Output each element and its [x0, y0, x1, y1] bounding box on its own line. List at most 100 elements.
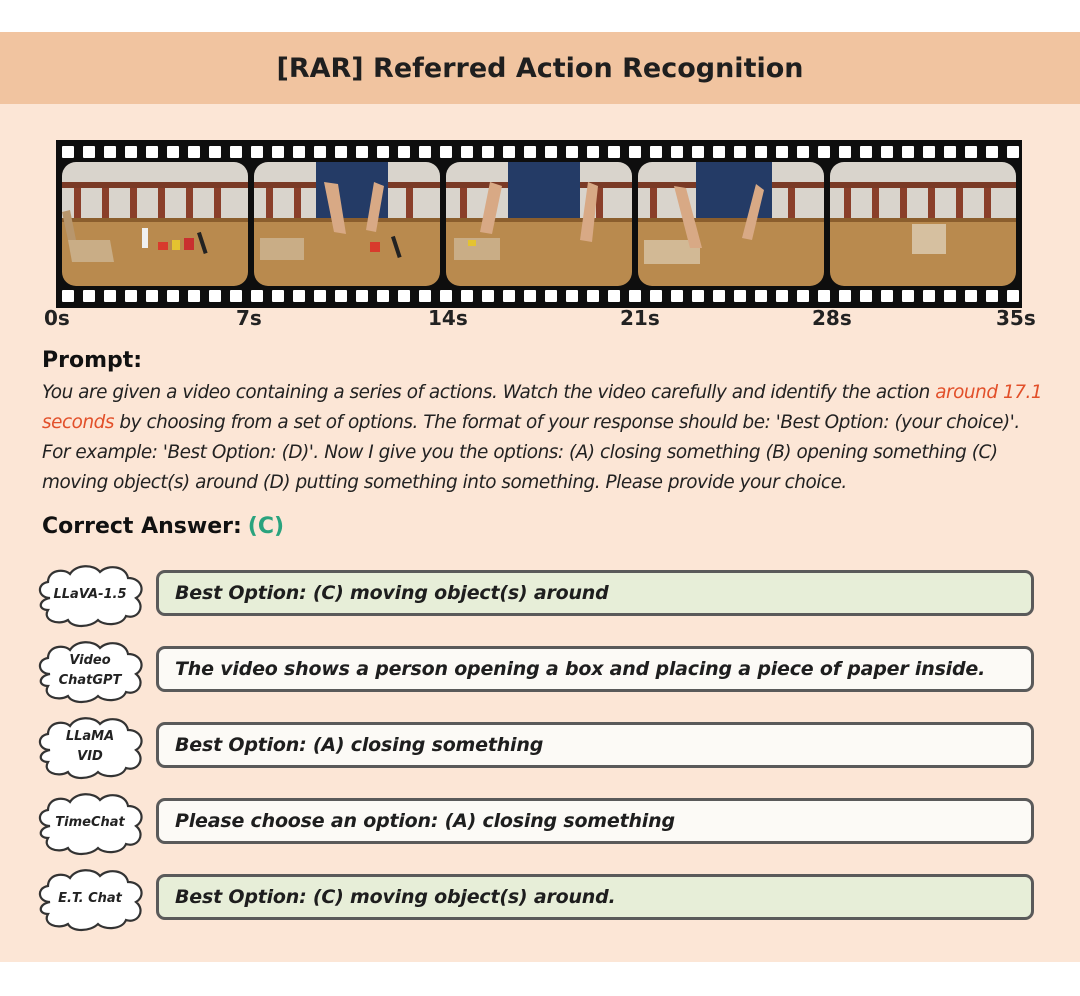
model-name: LLaMA VID	[65, 729, 115, 764]
sprocket-hole	[398, 290, 410, 302]
sprocket-hole	[125, 146, 137, 158]
prompt-text-before: You are given a video containing a serie…	[42, 382, 936, 403]
sprocket-hole	[461, 290, 473, 302]
sprocket-hole	[314, 290, 326, 302]
cloud-icon	[38, 717, 143, 780]
sprocket-hole	[650, 146, 662, 158]
cloud-icon	[38, 641, 143, 704]
sprocket-hole	[713, 290, 725, 302]
model-row-videochatgpt: Video ChatGPT The video shows a person o…	[0, 638, 1080, 704]
sprocket-hole	[230, 290, 242, 302]
sprocket-hole	[251, 290, 263, 302]
sprocket-hole	[503, 290, 515, 302]
model-name: LLaVA-1.5	[53, 587, 127, 602]
sprocket-hole	[335, 290, 347, 302]
sprocket-hole	[419, 290, 431, 302]
sprocket-hole	[818, 146, 830, 158]
sprocket-hole	[104, 146, 116, 158]
sprocket-hole	[923, 290, 935, 302]
correct-answer-value: (C)	[247, 514, 285, 539]
sprocket-hole	[671, 290, 683, 302]
sprocket-hole	[524, 290, 536, 302]
sprocket-hole	[146, 290, 158, 302]
sprocket-hole	[335, 146, 347, 158]
sprocket-hole	[209, 146, 221, 158]
time-label-5: 35s	[996, 306, 1036, 330]
prompt-text: You are given a video containing a serie…	[42, 378, 1052, 498]
sprocket-hole	[398, 146, 410, 158]
sprocket-hole	[482, 146, 494, 158]
prompt-text-after: by choosing from a set of options. The f…	[42, 412, 1020, 493]
sprocket-hole	[272, 146, 284, 158]
sprocket-hole	[356, 290, 368, 302]
sprocket-hole	[230, 146, 242, 158]
sprocket-hole	[377, 146, 389, 158]
time-label-0: 0s	[44, 306, 70, 330]
sprocket-hole	[713, 146, 725, 158]
video-frame-1	[62, 162, 248, 286]
figure-header: [RAR] Referred Action Recognition	[0, 32, 1080, 104]
sprocket-hole	[188, 146, 200, 158]
sprocket-hole	[377, 290, 389, 302]
sprocket-hole	[650, 290, 662, 302]
sprocket-hole	[587, 290, 599, 302]
sprocket-hole	[923, 146, 935, 158]
sprocket-hole	[629, 146, 641, 158]
figure-panel: [RAR] Referred Action Recognition	[0, 32, 1080, 962]
sprocket-hole	[692, 146, 704, 158]
sprocket-hole	[755, 146, 767, 158]
sprocket-hole	[608, 146, 620, 158]
sprocket-hole	[146, 146, 158, 158]
sprocket-hole	[965, 290, 977, 302]
sprocket-hole	[881, 290, 893, 302]
cloud-icon	[38, 869, 143, 932]
sprocket-hole	[608, 290, 620, 302]
cloud-icon	[38, 565, 143, 628]
model-row-llamavid: LLaMA VID Best Option: (A) closing somet…	[0, 714, 1080, 780]
sprocket-hole	[566, 290, 578, 302]
sprocket-hole	[776, 146, 788, 158]
model-response: Best Option: (A) closing something	[156, 722, 1034, 768]
sprocket-hole	[797, 290, 809, 302]
model-response: Best Option: (C) moving object(s) around…	[156, 874, 1034, 920]
sprocket-hole	[860, 290, 872, 302]
sprocket-hole	[839, 146, 851, 158]
sprocket-holes-top	[56, 146, 1022, 160]
sprocket-hole	[293, 146, 305, 158]
model-row-timechat: TimeChat Please choose an option: (A) cl…	[0, 790, 1080, 856]
sprocket-hole	[356, 146, 368, 158]
video-frame-3	[446, 162, 632, 286]
sprocket-hole	[944, 146, 956, 158]
sprocket-hole	[83, 290, 95, 302]
time-label-4: 28s	[812, 306, 852, 330]
model-name: E.T. Chat	[58, 891, 122, 906]
model-name: TimeChat	[55, 815, 125, 830]
sprocket-hole	[587, 146, 599, 158]
video-filmstrip	[56, 140, 1022, 308]
sprocket-hole	[1007, 290, 1019, 302]
sprocket-hole	[524, 146, 536, 158]
sprocket-hole	[83, 146, 95, 158]
sprocket-hole	[440, 290, 452, 302]
sprocket-hole	[62, 290, 74, 302]
model-response: Best Option: (C) moving object(s) around	[156, 570, 1034, 616]
model-response: The video shows a person opening a box a…	[156, 646, 1034, 692]
figure-title: [RAR] Referred Action Recognition	[276, 52, 804, 84]
sprocket-hole	[818, 290, 830, 302]
sprocket-hole	[566, 146, 578, 158]
sprocket-hole	[734, 146, 746, 158]
sprocket-hole	[1007, 146, 1019, 158]
sprocket-hole	[776, 290, 788, 302]
video-frame-4	[638, 162, 824, 286]
sprocket-hole	[902, 290, 914, 302]
sprocket-hole	[881, 146, 893, 158]
sprocket-hole	[692, 290, 704, 302]
prompt-highlight: around 17.1 seconds	[42, 382, 1043, 433]
sprocket-hole	[209, 290, 221, 302]
video-frame-5	[830, 162, 1016, 286]
sprocket-hole	[545, 290, 557, 302]
sprocket-hole	[860, 146, 872, 158]
sprocket-hole	[629, 290, 641, 302]
sprocket-hole	[839, 290, 851, 302]
sprocket-hole	[965, 146, 977, 158]
